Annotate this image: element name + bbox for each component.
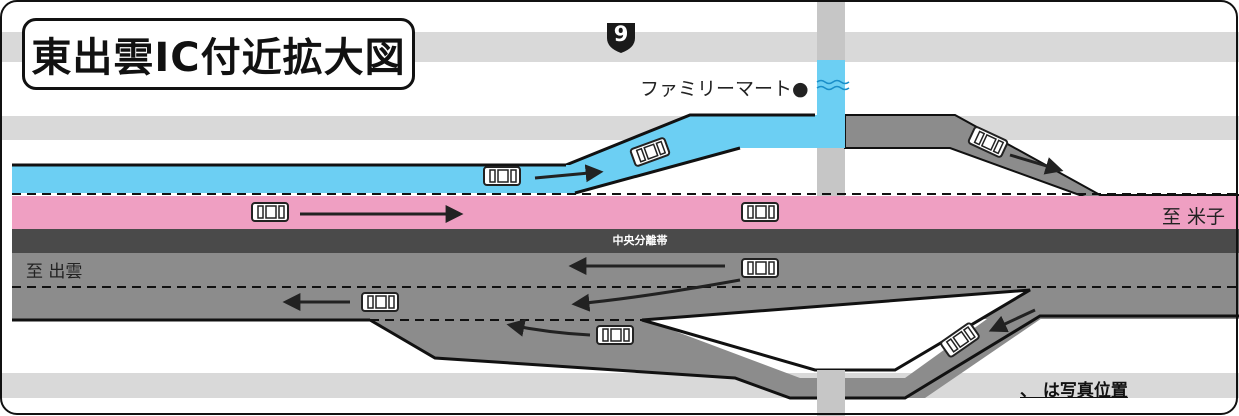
arrow-icon — [571, 278, 741, 312]
car-icon — [251, 202, 289, 222]
arrow-icon — [534, 164, 604, 183]
car-icon — [741, 258, 779, 278]
destination-west: 至 出雲 — [26, 262, 83, 282]
car-icon — [596, 325, 634, 345]
blue-lane — [12, 165, 572, 193]
photo-position-note: 、 は写真位置 — [1020, 381, 1128, 401]
car-icon — [741, 202, 779, 222]
arrow-icon — [988, 308, 1036, 333]
map-title: 東出雲IC付近拡大図 — [31, 35, 406, 81]
median — [12, 229, 1239, 253]
store-label: ファミリーマート● — [640, 78, 809, 100]
title-box: 東出雲IC付近拡大図 — [22, 18, 415, 90]
route-shield-icon: 9 — [604, 20, 638, 54]
destination-east: 至 米子 — [1161, 206, 1225, 228]
arrow-icon — [1009, 153, 1064, 175]
cross-road-blue — [817, 60, 845, 148]
river-icon — [816, 79, 850, 91]
car-icon — [483, 166, 521, 186]
eastbound-lane — [12, 196, 1239, 229]
lower-island — [641, 288, 1031, 372]
car-icon — [361, 292, 399, 312]
arrow-icon — [506, 318, 591, 337]
median-label: 中央分離帯 — [612, 234, 668, 247]
route-number: 9 — [613, 22, 629, 46]
